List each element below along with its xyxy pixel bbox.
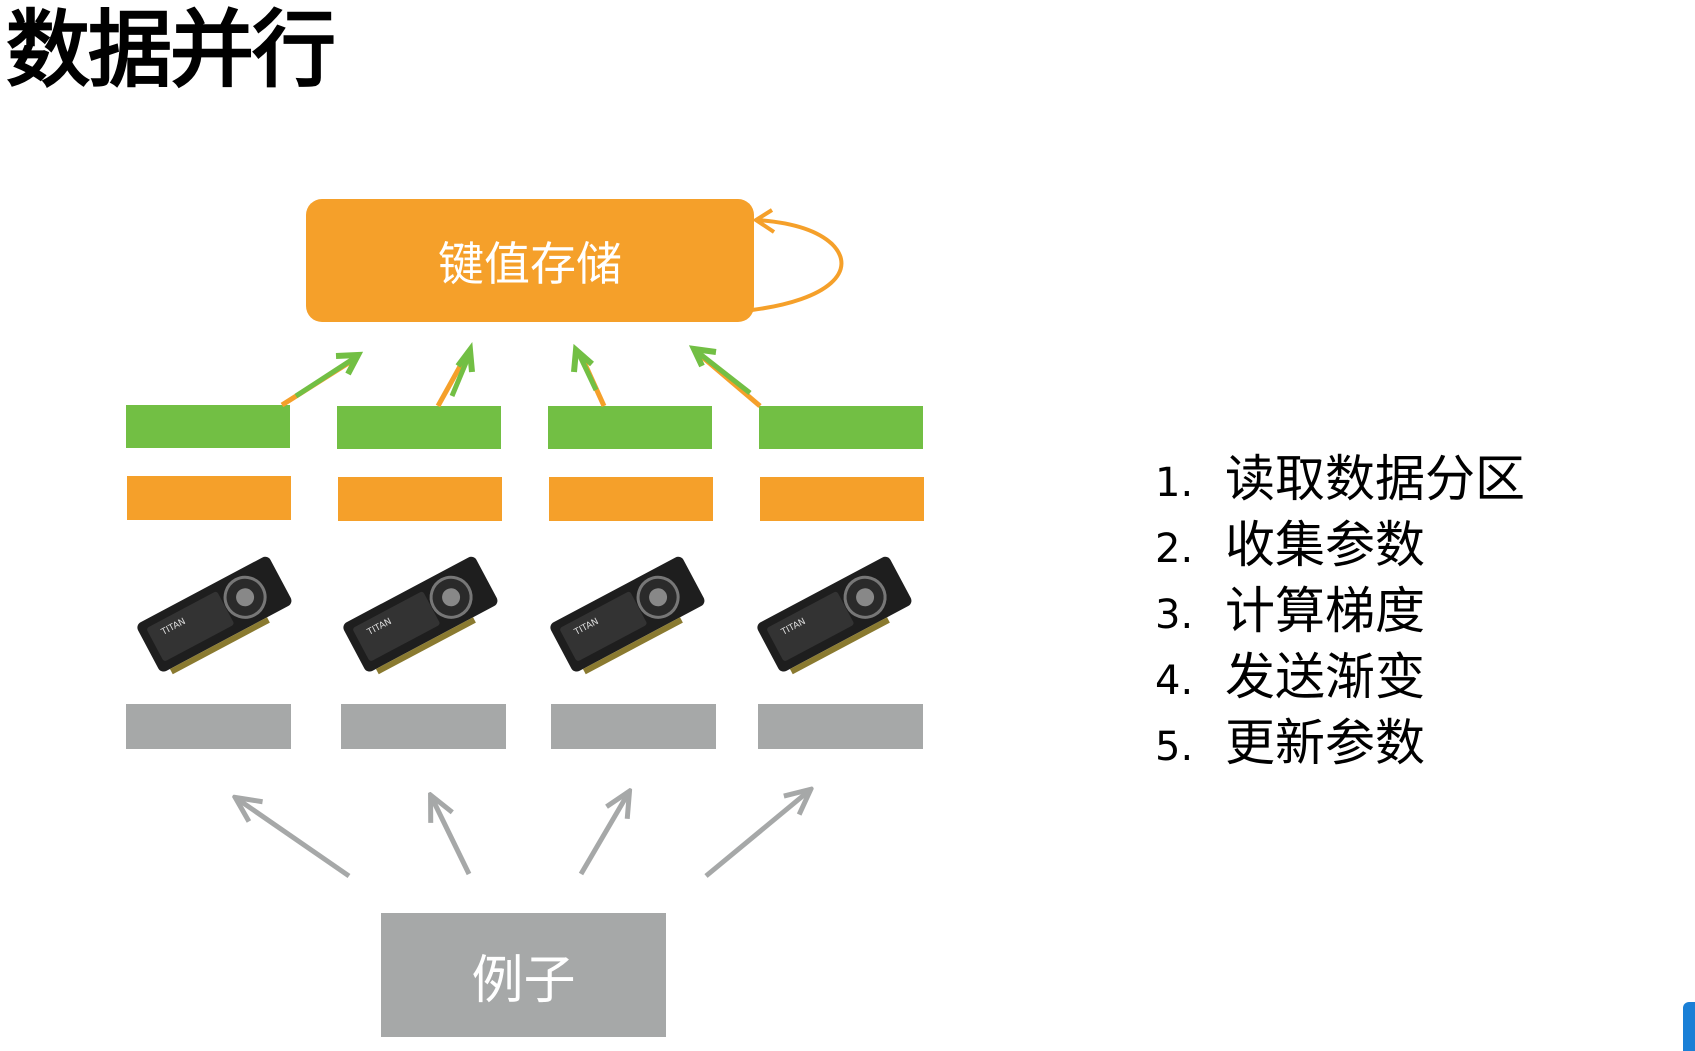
key-value-store-label: 键值存储 (438, 236, 622, 291)
example-to-worker-3-arrow-icon (578, 792, 629, 876)
worker-1-upload-arrow-icon (280, 351, 364, 408)
worker-1-orange-bar (127, 476, 291, 520)
gpu-card-icon: TITAN (550, 556, 705, 675)
gpu-card-icon: TITAN (137, 556, 292, 675)
worker-4-upload-arrow-icon (688, 345, 762, 408)
worker-1-gray-bar (126, 704, 291, 749)
worker-2-orange-bar (338, 477, 502, 521)
list-item: 4.发送渐变 (1155, 648, 1425, 706)
example-to-worker-2-arrow-icon (431, 796, 472, 876)
worker-4-gray-bar (758, 704, 923, 749)
worker-4-green-bar (759, 406, 923, 449)
worker-3-orange-bar (549, 477, 713, 521)
worker-2-upload-arrow-icon (435, 341, 475, 408)
corner-accent-mark (1683, 1002, 1695, 1051)
worker-3-upload-arrow-icon (571, 343, 607, 408)
list-item: 1.读取数据分区 (1155, 450, 1525, 508)
example-to-worker-4-arrow-icon (704, 790, 810, 878)
list-item: 5.更新参数 (1155, 714, 1425, 772)
page-title: 数据并行 (6, 1, 336, 99)
gpu-card-icon: TITAN (757, 556, 912, 675)
worker-2-gray-bar (341, 704, 506, 749)
gpu-card-icon: TITAN (343, 556, 498, 675)
examples-box: 例子 (381, 913, 666, 1037)
example-to-worker-1-arrow-icon (236, 798, 351, 879)
self-loop-arrow-icon (751, 208, 844, 312)
list-item: 3.计算梯度 (1155, 582, 1425, 640)
steps-list: 1.读取数据分区 2.收集参数 3.计算梯度 4.发送渐变 5.更新参数 (1155, 448, 1525, 778)
examples-label: 例子 (471, 950, 576, 1011)
list-item: 2.收集参数 (1155, 516, 1425, 574)
worker-2-green-bar (337, 406, 501, 449)
key-value-store-box: 键值存储 (306, 199, 754, 322)
worker-3-gray-bar (551, 704, 716, 749)
worker-3-green-bar (548, 406, 712, 449)
worker-1-green-bar (126, 405, 290, 448)
worker-4-orange-bar (760, 477, 924, 521)
